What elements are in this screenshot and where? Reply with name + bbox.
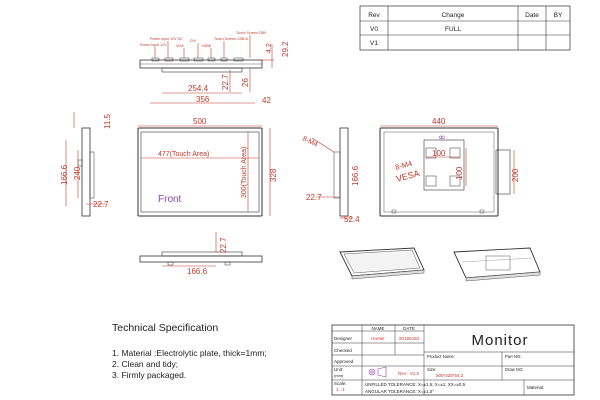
rev-row-1-change: FULL: [445, 26, 461, 33]
tb-col-name: NAME: [371, 326, 384, 331]
port-hdmi-icon: [207, 57, 216, 62]
rev-header-rev: Rev: [368, 12, 380, 19]
tb-rev: Rev : V1.0: [398, 371, 420, 376]
screw-left-label: 8-M4: [301, 135, 319, 148]
dim-328: 328: [269, 168, 278, 182]
dim-22-7-right: 22.7: [306, 193, 322, 202]
dim-240: 240: [73, 166, 82, 180]
dim-26: 26: [241, 78, 250, 87]
tb-checked-label: Checked: [334, 348, 352, 353]
dim-42: 42: [262, 96, 271, 105]
vesa-hole-icon: [449, 147, 461, 159]
dim-11-5: 11.5: [103, 113, 112, 129]
dim-22-7-bottom: 22.7: [219, 237, 228, 253]
tb-unit-value: (mm): [334, 373, 344, 378]
tb-approved-label: Approved: [334, 359, 354, 364]
spec-item-clean: 2. Clean and tidy;: [112, 359, 179, 369]
tb-unit-label: Unit:: [334, 367, 343, 372]
port-usb-icon: [220, 57, 228, 62]
tb-draw-no-label: Draw NO:: [505, 367, 523, 372]
port-dc-icon: [164, 57, 174, 62]
bottom-view: 166.6 22.7: [139, 232, 263, 276]
tb-title: Monitor: [471, 332, 528, 349]
port-power-icon: [151, 57, 160, 62]
port-label-vga: VGA: [176, 44, 184, 48]
tb-designer-date: 20190420: [399, 336, 420, 341]
dim-200: 200: [511, 168, 520, 182]
touch-height-label: 300(Touch Area): [241, 147, 248, 198]
port-label-db9: Touch Screen DB9: [236, 31, 266, 35]
vesa-hole-icon: [425, 147, 437, 159]
port-vga-icon: [179, 57, 190, 62]
dim-440: 440: [432, 117, 446, 126]
rev-header-change: Change: [442, 12, 465, 19]
tb-designer-label: Designer: [334, 336, 353, 341]
rev-row-1-rev: V0: [370, 26, 378, 33]
back-view: 440 100 100 200 8-M4 VESA ∞: [379, 117, 520, 217]
touch-width-label: 477(Touch Area): [158, 151, 209, 158]
spec-item-packaged: 3. Firmly packaged.: [112, 370, 187, 380]
dim-29-2: 29.2: [281, 41, 290, 57]
dim-254-4: 254.4: [188, 84, 209, 93]
dim-vesa-100-w: 100: [432, 149, 446, 158]
tb-size-value: 500*328*54.2: [436, 373, 464, 378]
front-label: Front: [158, 194, 182, 205]
rev-row-2-rev: V1: [370, 40, 378, 47]
technical-specification: Technical Specification 1. Material :Ele…: [112, 322, 322, 381]
dim-166-6-right: 166.6: [351, 165, 360, 186]
left-side-view: 11.5 166.6 240 22.7: [60, 112, 112, 217]
tb-tol-angular: ANGULAR TOLERANCE: X=±1.0°: [365, 389, 434, 394]
spec-item-material: 1. Material :Electrolytic plate, thick=1…: [112, 348, 267, 358]
tb-scale-value: 1 : 1: [336, 387, 345, 392]
tb-part-no-label: Part NO:: [505, 354, 521, 359]
top-view: Power Input 12V Power Input 12V DC VGA D…: [139, 31, 290, 105]
port-dvi-icon: [193, 57, 204, 62]
dim-22-7-left: 22.7: [93, 200, 109, 209]
tb-size-label: Size:: [427, 367, 436, 372]
rev-header-date: Date: [525, 12, 539, 19]
port-label-usb: Touch Screen USB-B: [214, 37, 249, 41]
dim-356: 356: [196, 95, 210, 104]
tb-designer-name: Hunter: [371, 336, 385, 341]
dim-52-4: 52.4: [344, 215, 360, 224]
tb-col-date: DATE: [403, 326, 415, 331]
tb-material-label: Material:: [527, 385, 544, 390]
revision-table: Rev Change Date BY V0 FULL V1: [359, 5, 571, 51]
screw-vesa-label: 8-M4: [394, 159, 413, 172]
front-view: 500 477(Touch Area) 300(Touch Area) 328 …: [137, 117, 278, 217]
tb-tol-unfilled: UNFILLED TOLERANCE: X=±1.5; X=±1; XX=±0.…: [365, 382, 466, 387]
tb-product-name-label: Product Name:: [427, 354, 455, 359]
port-db9-icon: [233, 57, 244, 62]
iso-view-back: [453, 247, 541, 282]
port-label-dvi: DVI: [190, 39, 196, 43]
dim-22-7-top: 22.7: [221, 74, 230, 90]
dim-4-2: 4.2: [266, 43, 273, 53]
port-label-power: Power Input 12V: [140, 43, 167, 47]
vesa-hole-icon: [449, 175, 461, 187]
iso-view-front: [339, 247, 425, 280]
right-side-view: 8-M4 166.6 22.7 52.4: [301, 127, 360, 224]
vesa-hole-icon: [425, 175, 437, 187]
port-label-hdmi: HDMI: [202, 44, 211, 48]
dim-500: 500: [193, 117, 207, 126]
title-block: NAME DATE Designer Hunter 20190420 Check…: [331, 324, 575, 396]
port-label-dc: Power Input 12V DC: [150, 37, 183, 41]
tb-scale-label: Scale:: [334, 381, 347, 386]
dim-166-6-left: 166.6: [60, 164, 69, 185]
vesa-mark-icon: ∞: [438, 133, 446, 143]
dim-vesa-100-h: 100: [455, 166, 464, 180]
dim-166-6-bottom: 166.6: [187, 267, 208, 276]
spec-title: Technical Specification: [112, 322, 219, 334]
rev-header-by: BY: [554, 12, 563, 19]
projection-symbol-icon: [368, 366, 387, 378]
